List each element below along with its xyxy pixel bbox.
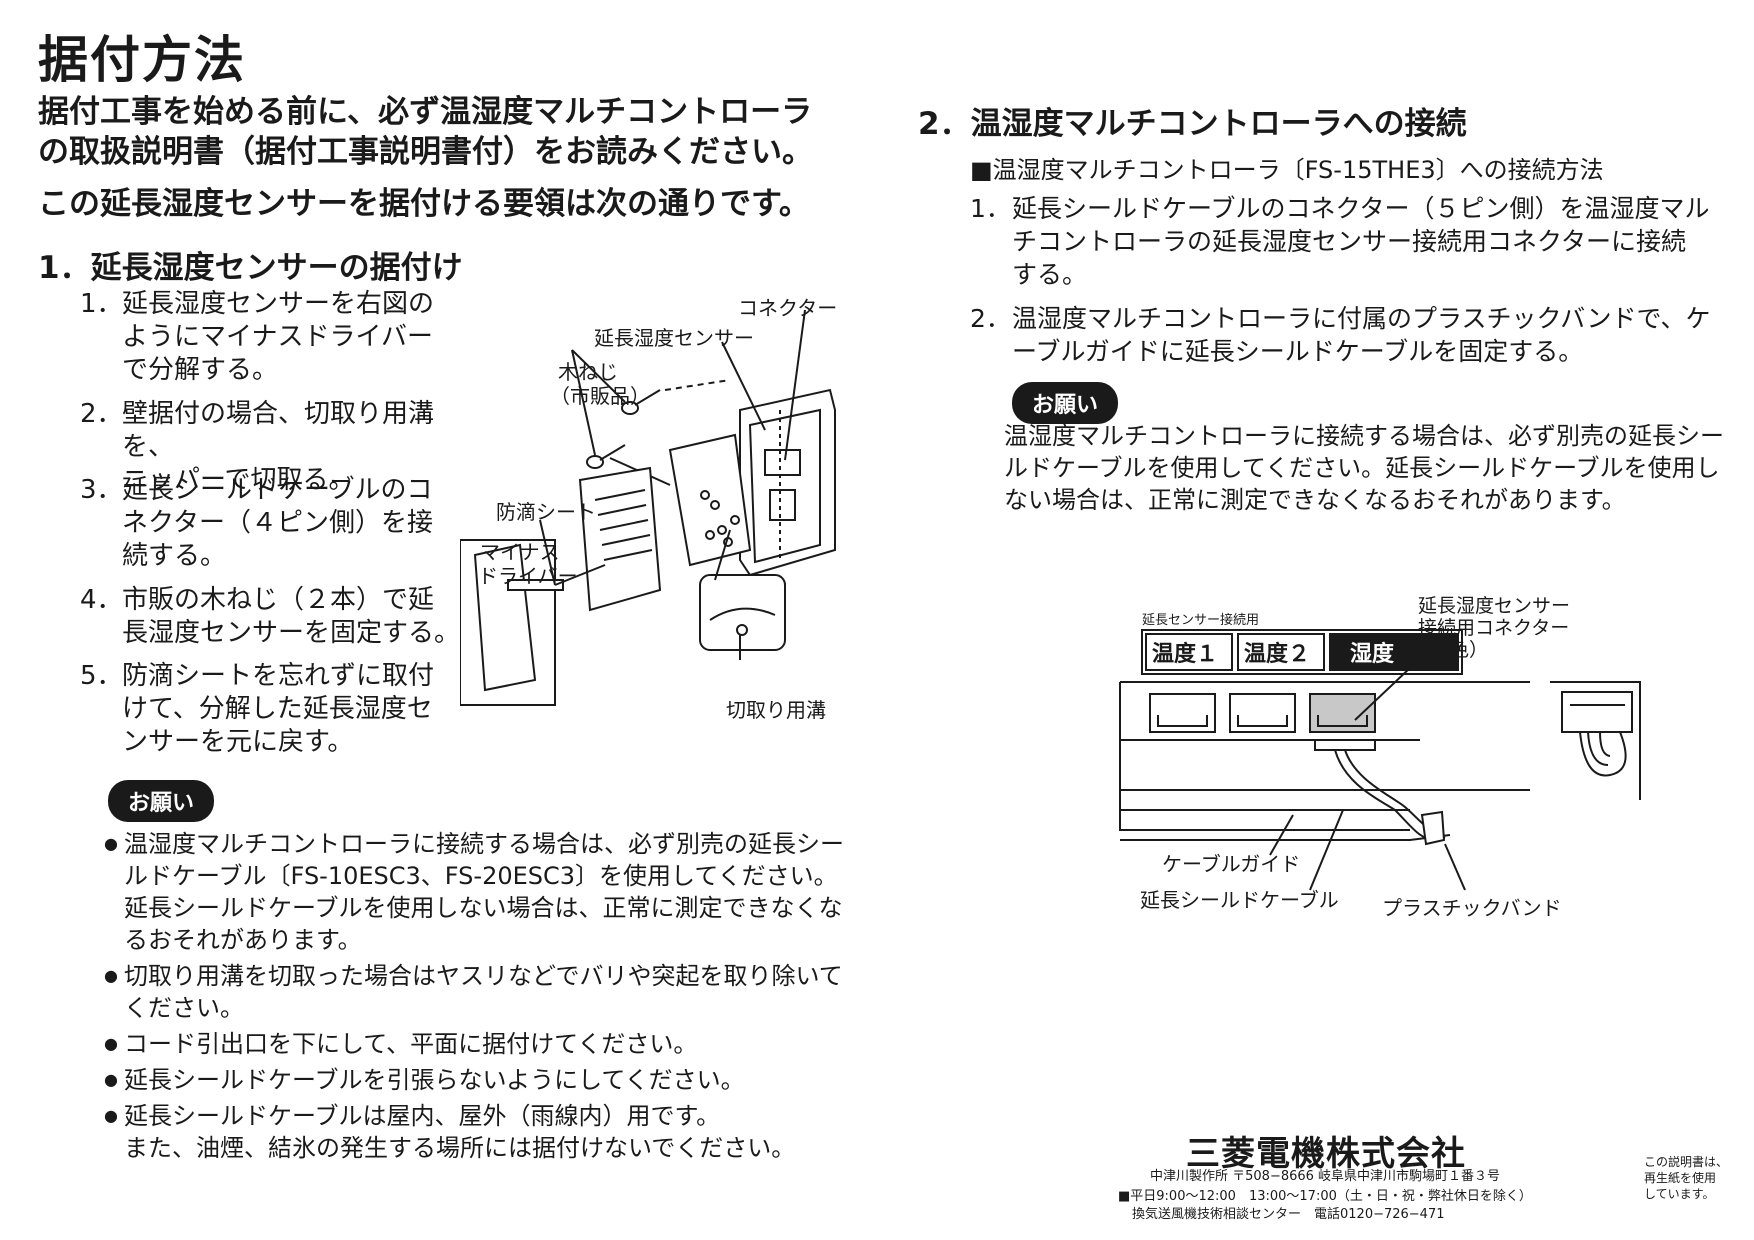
label-sensor: 延長湿度センサー [594,326,754,350]
onegai-badge-2: お願い [1012,382,1119,424]
note-line: 延長シールドケーブルを使用しない場合は、正常に測定できなくな [124,894,843,922]
step-number: 2． [80,399,123,429]
intro-line-2: の取扱説明書（据付工事説明書付）をお読みください。 [38,134,813,170]
sensor-exploded-figure [460,309,836,706]
note-line: 温湿度マルチコントローラに接続する場合は、必ず別売の延長シー [124,830,844,858]
step-line: ようにマイナスドライバー [122,322,433,352]
step-line: けて、分解した延長湿度セ [122,694,433,724]
key-humidity: 湿度 [1350,642,1395,667]
key-temp-1: 温度１ [1152,642,1219,667]
s1-notes: 温湿度マルチコントローラに接続する場合は、必ず別売の延長シー ルドケーブル〔FS… [104,828,864,1164]
step-line: 長湿度センサーを固定する。 [122,618,461,648]
support-center: 換気送風機技術相談センター 電話0120−726−471 [1132,1207,1445,1222]
label-connector-3: （黒色） [1412,639,1489,661]
note-item: 延長シールドケーブルを引張らないようにしてください。 [104,1064,864,1096]
step-line: ンサーを元に戻す。 [122,727,354,757]
step-line: 防滴シートを忘れずに取付 [122,661,435,691]
step-line: で分解する。 [122,355,279,385]
label-plastic-band: プラスチックバンド [1382,896,1562,920]
step-line: 延長シールドケーブルのコネクター（５ピン側）を温湿度マル [1012,194,1710,223]
section1-heading: 1．延長湿度センサーの据付け [38,250,463,286]
note-item: 切取り用溝を切取った場合はヤスリなどでバリや突起を取り除いて ください。 [104,960,864,1024]
label-connector-2: 接続用コネクター [1418,617,1570,639]
step-line: 壁据付の場合、切取り用溝を、 [122,399,435,462]
label-connector: コネクター [738,296,838,320]
step-line: ーブルガイドに延長シールドケーブルを固定する。 [1012,337,1584,366]
label-cable-guide: ケーブルガイド [1162,852,1301,876]
label-drip-sheet: 防滴シート [496,500,596,524]
label-connector-1: 延長湿度センサー [1418,595,1571,617]
note-line: 延長シールドケーブルを引張らないようにしてください。 [124,1066,745,1094]
note-line: 切取り用溝を切取った場合はヤスリなどでバリや突起を取り除いて [124,962,843,990]
step-number: 3． [80,475,123,505]
step-line: チコントローラの延長湿度センサー接続用コネクターに接続 [1012,227,1687,256]
section2-subheading: ■温湿度マルチコントローラ〔FS-15THE3〕への接続方法 [970,156,1604,184]
note-line: ルドケーブルを使用してください。延長シールドケーブルを使用し [1004,454,1720,482]
step-line: する。 [1012,260,1088,289]
label-driver-1: マイナス [480,540,560,564]
step-line: 延長シールドケーブルのコ [122,475,433,505]
note-line: 延長シールドケーブルは屋内、屋外（雨線内）用です。 [124,1102,721,1130]
section2-heading: 2．温湿度マルチコントローラへの接続 [918,106,1467,142]
controller-connection-figure [1119,629,1641,891]
recycle-note-3: しています。 [1644,1187,1715,1201]
intro-line-1: 据付工事を始める前に、必ず温湿度マルチコントローラ [38,94,813,130]
step-line: 市販の木ねじ（２本）で延 [122,585,435,615]
s2-note: 温湿度マルチコントローラに接続する場合は、必ず別売の延長シー ルドケーブルを使用… [1004,420,1744,516]
note-item: 温湿度マルチコントローラに接続する場合は、必ず別売の延長シー ルドケーブル〔FS… [104,828,864,956]
step-number: 1． [970,194,1011,223]
note-item: 延長シールドケーブルは屋内、屋外（雨線内）用です。 また、油煙、結氷の発生する場… [104,1100,864,1164]
step-number: 5． [80,661,123,691]
intro-line-3: この延長湿度センサーを据付ける要領は次の通りです。 [38,186,810,222]
note-line: また、油煙、結氷の発生する場所には据付けないでください。 [124,1134,796,1162]
step-number: 4． [80,585,123,615]
note-line: 温湿度マルチコントローラに接続する場合は、必ず別売の延長シー [1004,422,1724,450]
recycle-note-1: この説明書は、 [1644,1155,1729,1169]
page-title: 据付方法 [38,31,246,89]
company-name: 三菱電機株式会社 [1186,1134,1466,1174]
note-line: ください。 [124,994,244,1022]
step-line: 延長湿度センサーを右図の [122,289,435,319]
onegai-badge-1: お願い [108,780,215,822]
step-number: 1． [80,289,123,319]
step-line: 続する。 [122,541,227,571]
note-line: るおそれがあります。 [124,926,362,954]
step-number: 2． [970,304,1011,333]
label-groove: 切取り用溝 [726,698,826,722]
label-shield-cable: 延長シールドケーブル [1140,888,1339,912]
support-hours: ■平日9:00〜12:00 13:00〜17:00（土・日・祝・弊社休日を除く） [1118,1189,1532,1204]
note-line: ルドケーブル〔FS-10ESC3、FS-20ESC3〕を使用してください。 [124,862,838,890]
step-line: 温湿度マルチコントローラに付属のプラスチックバンドで、ケ [1012,304,1711,333]
key-temp-2: 温度２ [1244,642,1311,667]
label-screw: 木ねじ [558,360,618,384]
label-screw-note: （市販品） [550,384,650,408]
label-driver-2: ドライバー [478,564,578,588]
note-line: ない場合は、正常に測定できなくなるおそれがあります。 [1004,486,1626,514]
note-line: コード引出口を下にして、平面に据付けてください。 [124,1030,698,1058]
recycle-note-2: 再生紙を使用 [1644,1171,1717,1185]
step-line: ニッパーで切取る。 [122,465,355,495]
company-address: 中津川製作所 〒508−8666 岐阜県中津川市駒場町１番３号 [1150,1169,1501,1184]
step-line: ネクター（４ピン側）を接 [122,508,433,538]
note-item: コード引出口を下にして、平面に据付けてください。 [104,1028,864,1060]
label-panel-caption: 延長センサー接続用 [1142,613,1260,628]
